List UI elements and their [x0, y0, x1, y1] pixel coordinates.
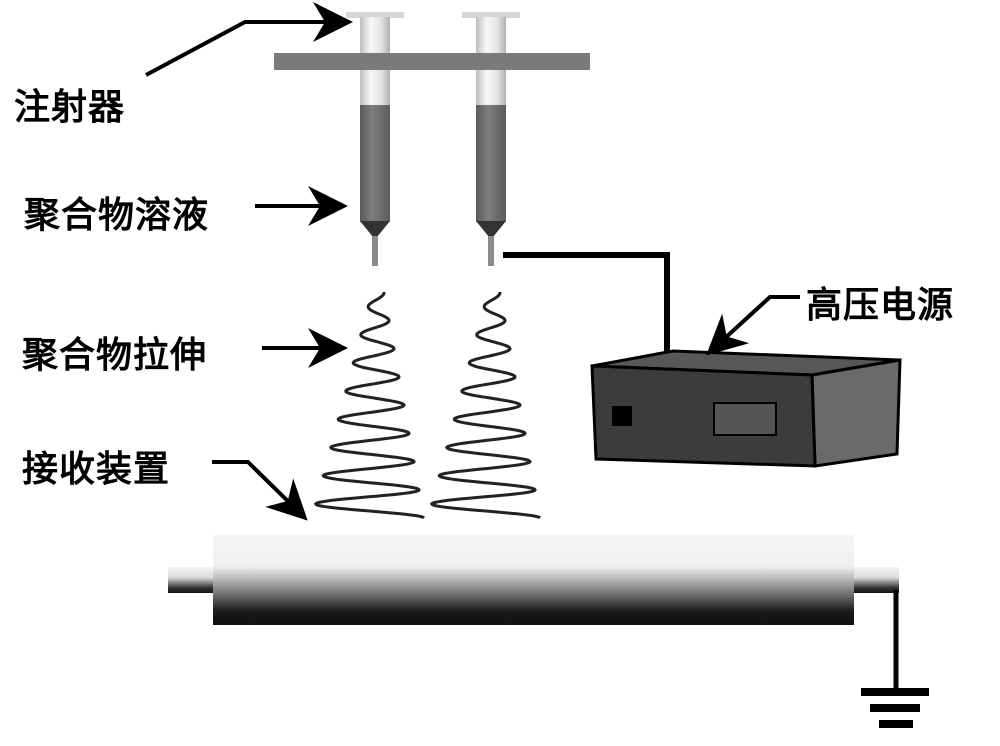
syringe-1 [346, 12, 404, 266]
needle [488, 236, 494, 266]
collector-arrow [212, 460, 308, 521]
syringe-label-arrow [145, 2, 353, 77]
ground-icon [861, 590, 929, 728]
syringe-2 [462, 12, 520, 266]
polymer-fill [360, 105, 390, 222]
label-high-voltage-supply: 高压电源 [806, 284, 955, 326]
needle-tip [476, 221, 506, 237]
display-panel-icon [713, 402, 777, 436]
power-supply-arrow [706, 295, 800, 356]
label-collector: 接收装置 [22, 448, 171, 490]
plunger-flange [346, 12, 404, 18]
power-supply-front [590, 364, 817, 468]
plunger-flange [462, 12, 520, 18]
high-voltage-power-supply [590, 349, 902, 468]
syringe-holder-bar [274, 53, 590, 70]
polymer-jet-spiral-2 [429, 292, 541, 520]
roller-drum [213, 535, 854, 625]
label-syringe: 注射器 [14, 86, 126, 128]
polymer-fill [476, 105, 506, 222]
polymer-jet-spiral-1 [313, 292, 425, 520]
needle [372, 236, 378, 266]
high-voltage-wire [503, 252, 670, 352]
collector-roller [168, 535, 899, 625]
roller-axle-left [168, 567, 216, 593]
power-supply-side [810, 358, 902, 468]
label-polymer-stretch: 聚合物拉伸 [22, 334, 208, 376]
power-button-icon [612, 406, 632, 426]
label-polymer-solution: 聚合物溶液 [24, 194, 210, 236]
roller-axle-right [853, 567, 899, 593]
needle-tip [360, 221, 390, 237]
